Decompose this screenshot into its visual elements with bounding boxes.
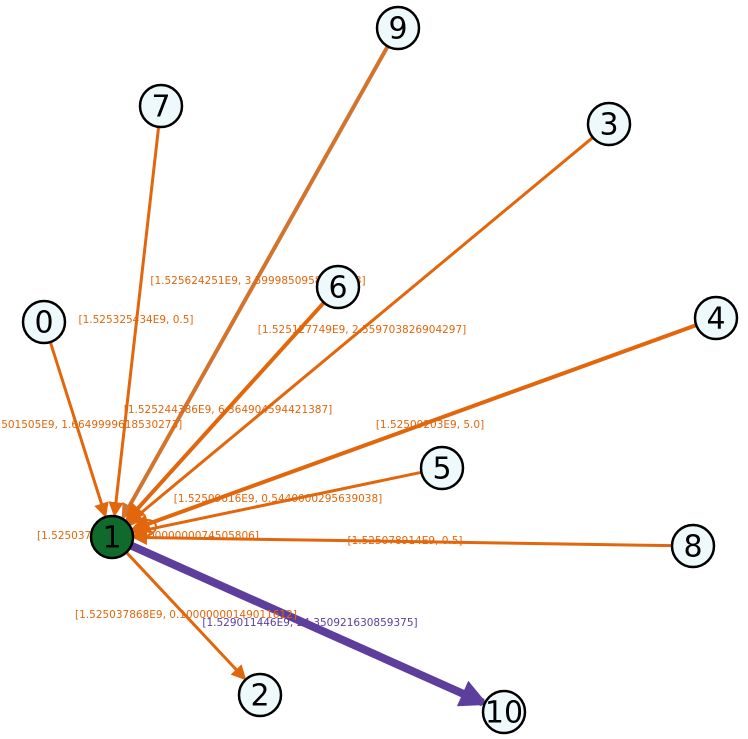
nodes-layer: 0 1 2 3 4 5 6 7 8 9 10 (21, 5, 739, 735)
node-3-label: 3 (599, 108, 618, 143)
edge-7-1 (108, 126, 161, 518)
edge-label-3-1: [1.525127749E9, 2.559703826904297] (258, 324, 467, 336)
edge-1-1 (129, 518, 157, 542)
edge-label-1-10: [1.529011446E9, 24.350921630859375] (202, 617, 417, 629)
edge-labels-layer: [1.52501505E9, 1.6649999618530273] [1.525… (0, 275, 484, 629)
edge-label-1-2: [1.525037868E9, 0.10000000149011612] (75, 609, 297, 621)
node-6[interactable]: 6 (315, 264, 361, 310)
edge-label-7-1: [1.525325434E9, 0.5] (78, 314, 193, 326)
edge-label-0-1: [1.52501505E9, 1.6649999618530273] (0, 419, 182, 431)
node-10-label: 10 (485, 696, 523, 731)
node-6-label: 6 (328, 271, 347, 306)
node-7[interactable]: 7 (138, 83, 184, 129)
edge-1-2 (125, 551, 247, 681)
edge-6-1 (124, 301, 326, 523)
node-8-circle (670, 523, 716, 569)
node-0-label: 0 (34, 306, 53, 341)
edge-label-6-1: [1.525244386E9, 6.364904594421387] (124, 404, 333, 416)
edge-3-1 (127, 136, 594, 525)
node-8[interactable]: 8 (670, 523, 716, 569)
edge-8-1 (131, 530, 673, 548)
edge-0-1 (48, 341, 109, 518)
node-2[interactable]: 2 (237, 672, 283, 718)
node-7-circle (138, 83, 184, 129)
node-9-label: 9 (388, 12, 407, 47)
edge-4-1 (129, 323, 697, 534)
edge-label-1-1: [1.525037352E9, 0.10000000074505806] (37, 530, 259, 542)
edge-label-8-1: [1.525078914E9, 0.5] (347, 535, 462, 547)
edge-9-1 (121, 45, 390, 520)
node-2-label: 2 (250, 679, 269, 714)
node-5-label: 5 (432, 452, 451, 487)
node-0[interactable]: 0 (21, 299, 67, 345)
node-4-circle (693, 295, 739, 341)
node-4[interactable]: 4 (693, 295, 739, 341)
node-4-label: 4 (706, 302, 725, 337)
node-5[interactable]: 5 (419, 445, 465, 491)
node-9[interactable]: 9 (375, 5, 421, 51)
node-1[interactable]: 1 (89, 514, 135, 560)
node-8-label: 8 (683, 530, 702, 565)
node-6-circle (315, 264, 361, 310)
edge-1-10 (129, 541, 489, 707)
edges-layer (48, 45, 697, 707)
node-10-circle (481, 689, 527, 735)
node-10[interactable]: 10 (481, 689, 527, 735)
edge-5-1 (131, 470, 422, 538)
node-3[interactable]: 3 (586, 101, 632, 147)
node-7-label: 7 (151, 90, 170, 125)
edge-label-9-1: [1.525624251E9, 3.5999850958251953] (150, 275, 365, 287)
node-1-label: 1 (102, 521, 121, 556)
node-5-circle (419, 445, 465, 491)
node-1-circle (89, 514, 135, 560)
edge-label-5-1: [1.52509616E9, 0.5440000295639038] (174, 493, 383, 505)
node-2-circle (237, 672, 283, 718)
node-3-circle (586, 101, 632, 147)
node-9-circle (375, 5, 421, 51)
node-0-circle (21, 299, 67, 345)
edge-label-4-1: [1.52509203E9, 5.0] (376, 419, 484, 431)
